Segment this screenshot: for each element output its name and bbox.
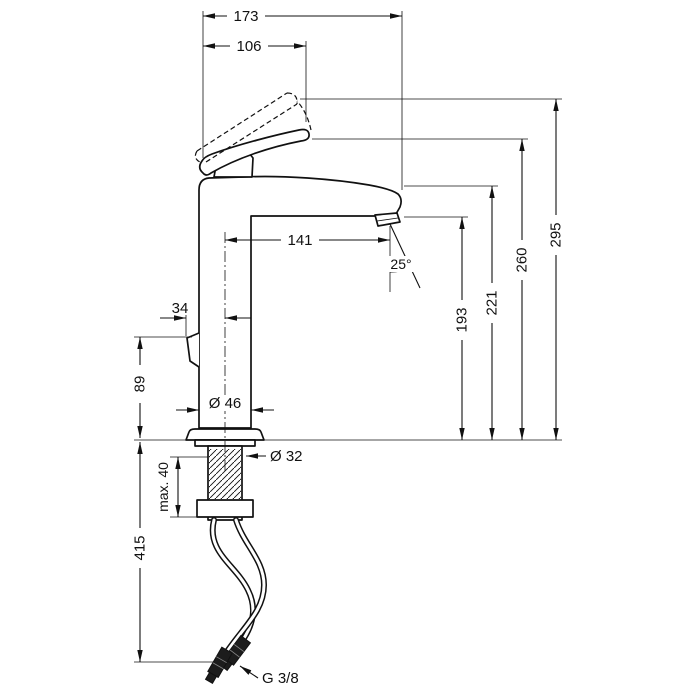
dim-label-34: 34 (172, 300, 189, 317)
side-tab (186, 332, 200, 368)
hose-fitting-2 (204, 646, 233, 685)
label-masks (132, 8, 564, 568)
dim-label-106: 106 (236, 38, 261, 55)
dim-label-25deg: 25° (390, 256, 411, 272)
dim-label-d46: Ø 46 (209, 395, 242, 412)
dim-leader-g38 (239, 665, 259, 679)
dim-label-221: 221 (484, 290, 501, 315)
faucet-outline-group (185, 92, 402, 685)
faucet-body-and-spout (198, 175, 402, 429)
dim-label-g38: G 3/8 (262, 670, 299, 687)
extension-lines (134, 11, 562, 663)
dim-label-d32: Ø 32 (270, 448, 303, 465)
dim-label-89: 89 (132, 376, 149, 393)
dimension-labels: 173 106 141 25° 34 Ø 46 Ø 32 89 415 max.… (132, 8, 565, 687)
dim-label-max40: max. 40 (155, 462, 171, 512)
shank-thread-hatch (209, 449, 241, 499)
dim-label-260: 260 (514, 247, 531, 272)
dim-label-415: 415 (132, 535, 149, 560)
supply-hoses (209, 517, 268, 659)
dim-label-193: 193 (454, 307, 471, 332)
escutcheon (185, 428, 265, 441)
dim-label-295: 295 (548, 222, 565, 247)
mounting-nut (196, 499, 254, 518)
aerator-inner-line (376, 217, 399, 222)
handle-lever (198, 128, 310, 176)
dim-label-141: 141 (287, 232, 312, 249)
handle-lever-raised-dashed (194, 92, 312, 164)
dim-label-173: 173 (233, 8, 258, 25)
